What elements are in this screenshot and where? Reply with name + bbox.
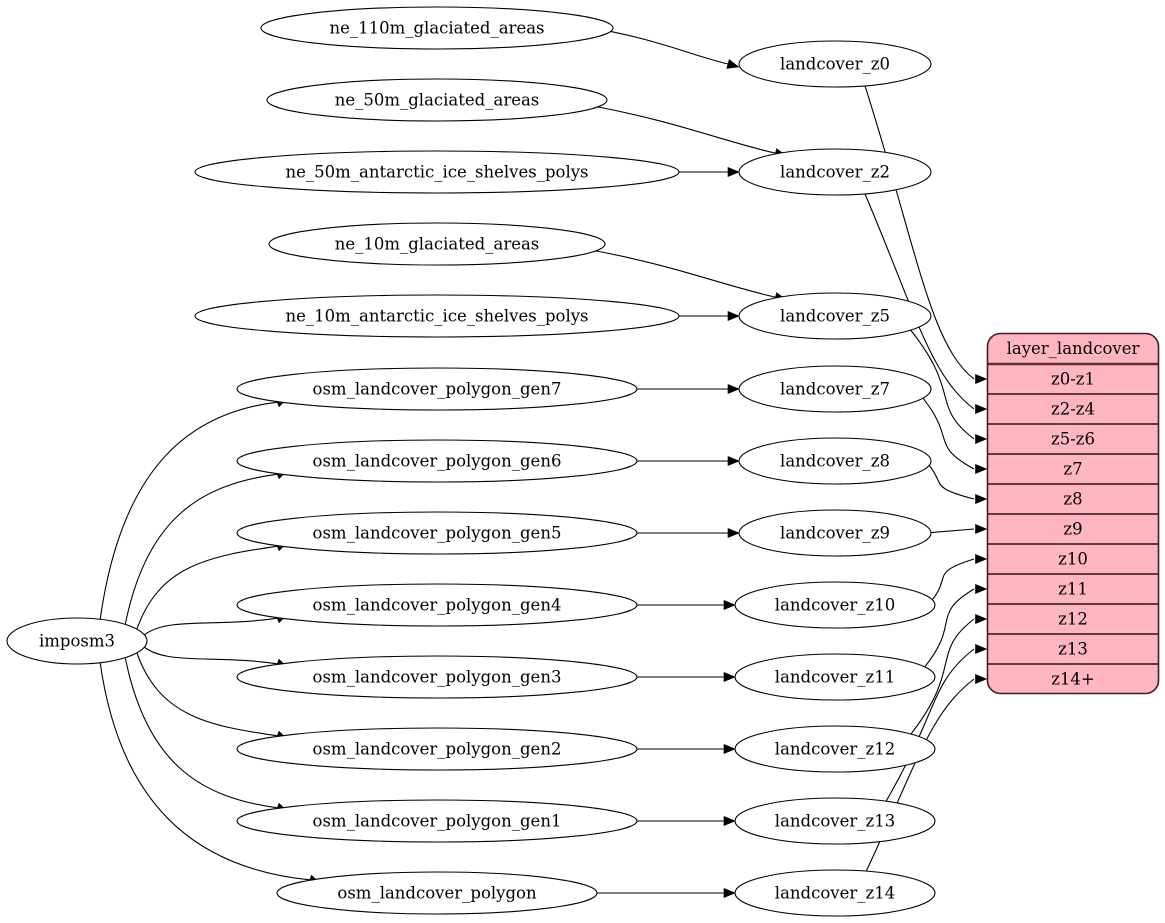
node-label: osm_landcover_polygon_gen7: [313, 380, 562, 399]
edge-imposm3-to-osm_landcover_polygon_gen5: [135, 541, 289, 632]
edge-landcover_z0-to-table-z0-z1: [864, 85, 988, 385]
node-label: landcover_z10: [775, 596, 895, 615]
node-ne_50m_glaciated_areas[interactable]: ne_50m_glaciated_areas: [266, 78, 608, 122]
node-osm_landcover_polygon_gen2[interactable]: osm_landcover_polygon_gen2: [236, 727, 638, 771]
edge-landcover_z10-to-table-z10: [931, 553, 988, 601]
table-row-z0-z1[interactable]: z0-z1: [1051, 370, 1095, 389]
table-row-z12[interactable]: z12: [1058, 610, 1088, 629]
node-ne_10m_glaciated_areas[interactable]: ne_10m_glaciated_areas: [268, 222, 606, 266]
table-row-z2-z4[interactable]: z2-z4: [1051, 400, 1095, 419]
node-label: imposm3: [39, 632, 115, 651]
node-landcover_z13[interactable]: landcover_z13: [734, 797, 936, 845]
edge-landcover_z5-to-table-z5-z6: [910, 329, 988, 445]
node-label: landcover_z11: [775, 668, 895, 687]
node-landcover_z8[interactable]: landcover_z8: [738, 437, 932, 485]
edge-osm_landcover_polygon_gen7-to-landcover_z7: [637, 383, 740, 395]
table-row-z14+[interactable]: z14+: [1051, 670, 1095, 689]
node-osm_landcover_polygon_gen5[interactable]: osm_landcover_polygon_gen5: [236, 511, 638, 555]
node-ne_110m_glaciated_areas[interactable]: ne_110m_glaciated_areas: [260, 6, 614, 50]
node-label: landcover_z2: [780, 163, 890, 182]
table-header-label: layer_landcover: [1007, 339, 1140, 358]
node-osm_landcover_polygon[interactable]: osm_landcover_polygon: [276, 871, 598, 915]
edge-osm_landcover_polygon_gen2-to-landcover_z12: [636, 743, 736, 755]
table-row-z8[interactable]: z8: [1063, 490, 1082, 509]
edge-ne_50m_glaciated_areas-to-landcover_z2: [597, 106, 787, 158]
node-landcover_z2[interactable]: landcover_z2: [738, 148, 932, 196]
table-row-z9[interactable]: z9: [1063, 520, 1082, 539]
node-landcover_z14[interactable]: landcover_z14: [734, 869, 936, 917]
node-label: osm_landcover_polygon_gen3: [313, 668, 562, 687]
edge-ne_10m_antarctic_ice_shelves_polys-to-landcover_z5: [678, 310, 740, 322]
edge-ne_50m_antarctic_ice_shelves_polys-to-landcover_z2: [678, 166, 740, 178]
node-ne_10m_antarctic_ice_shelves_polys[interactable]: ne_10m_antarctic_ice_shelves_polys: [194, 294, 680, 338]
node-label: osm_landcover_polygon_gen1: [313, 812, 562, 831]
edge-landcover_z2-to-table-z2-z4: [864, 193, 988, 415]
node-label: landcover_z5: [780, 307, 890, 326]
node-label: landcover_z14: [775, 884, 895, 903]
table-outline: [986, 332, 1160, 695]
node-label: landcover_z9: [780, 524, 890, 543]
node-label: landcover_z13: [775, 812, 895, 831]
node-label: landcover_z7: [780, 380, 890, 399]
table-body: [987, 333, 1159, 694]
node-label: ne_10m_antarctic_ice_shelves_polys: [285, 307, 588, 326]
table-row-z11[interactable]: z11: [1058, 580, 1088, 599]
node-osm_landcover_polygon_gen1[interactable]: osm_landcover_polygon_gen1: [236, 799, 638, 843]
node-landcover_z12[interactable]: landcover_z12: [734, 725, 936, 773]
node-label: osm_landcover_polygon_gen5: [313, 524, 562, 543]
node-label: landcover_z0: [780, 55, 890, 74]
node-label: osm_landcover_polygon_gen2: [313, 740, 562, 759]
nodes-group: ne_110m_glaciated_areas ne_50m_glaciated_…: [6, 6, 936, 917]
node-ne_50m_antarctic_ice_shelves_polys[interactable]: ne_50m_antarctic_ice_shelves_polys: [194, 150, 680, 194]
edge-osm_landcover_polygon_gen3-to-landcover_z11: [637, 671, 736, 683]
node-label: ne_10m_glaciated_areas: [335, 235, 540, 254]
node-label: osm_landcover_polygon_gen6: [313, 452, 562, 471]
edge-ne_110m_glaciated_areas-to-landcover_z0: [610, 30, 740, 69]
node-landcover_z9[interactable]: landcover_z9: [738, 509, 932, 557]
node-imposm3[interactable]: imposm3: [6, 617, 148, 665]
node-osm_landcover_polygon_gen6[interactable]: osm_landcover_polygon_gen6: [236, 439, 638, 483]
edge-landcover_z8-to-table-z8: [928, 465, 988, 505]
edge-landcover_z7-to-table-z7: [922, 397, 988, 475]
edge-landcover_z13-to-table-z13: [885, 643, 988, 802]
edge-ne_10m_glaciated_areas-to-landcover_z5: [595, 250, 787, 302]
table-row-z10[interactable]: z10: [1058, 550, 1088, 569]
edge-imposm3-to-osm_landcover_polygon: [99, 662, 321, 885]
edge-landcover_z12-to-table-z12: [910, 613, 988, 735]
table-row-z13[interactable]: z13: [1058, 640, 1088, 659]
node-label: osm_landcover_polygon: [337, 884, 537, 903]
node-osm_landcover_polygon_gen4[interactable]: osm_landcover_polygon_gen4: [236, 583, 638, 627]
edge-imposm3-to-osm_landcover_polygon_gen3: [140, 643, 289, 669]
node-osm_landcover_polygon_gen7[interactable]: osm_landcover_polygon_gen7: [236, 367, 638, 411]
node-label: ne_110m_glaciated_areas: [329, 19, 544, 38]
edge-osm_landcover_polygon_gen5-to-landcover_z9: [637, 527, 740, 539]
edge-osm_landcover_polygon_gen6-to-landcover_z8: [637, 455, 740, 467]
node-landcover_z0[interactable]: landcover_z0: [738, 40, 932, 88]
node-landcover_z10[interactable]: landcover_z10: [734, 581, 936, 629]
edge-imposm3-to-osm_landcover_polygon_gen4: [140, 613, 289, 639]
table-row-z7[interactable]: z7: [1063, 460, 1082, 479]
edge-landcover_z9-to-table-z9: [930, 523, 988, 535]
edge-osm_landcover_polygon-to-landcover_z14: [596, 887, 736, 899]
edge-landcover_z11-to-table-z11: [924, 583, 988, 668]
table-row-z5-z6[interactable]: z5-z6: [1051, 430, 1095, 449]
node-label: osm_landcover_polygon_gen4: [313, 596, 562, 615]
edge-osm_landcover_polygon_gen4-to-landcover_z10: [637, 599, 736, 611]
edges-group: [99, 30, 988, 899]
node-label: landcover_z8: [780, 452, 890, 471]
edge-osm_landcover_polygon_gen1-to-landcover_z13: [637, 815, 736, 827]
edge-landcover_z14-to-table-z14+: [865, 673, 988, 872]
node-label: ne_50m_antarctic_ice_shelves_polys: [285, 163, 588, 182]
layer-landcover-table: layer_landcover z0-z1 z2-z4 z5-z6 z7 z8 z9 z10 z…: [986, 332, 1160, 695]
edge-imposm3-to-osm_landcover_polygon_gen7: [99, 397, 289, 620]
node-osm_landcover_polygon_gen3[interactable]: osm_landcover_polygon_gen3: [236, 655, 638, 699]
node-landcover_z5[interactable]: landcover_z5: [738, 292, 932, 340]
edge-imposm3-to-osm_landcover_polygon_gen2: [135, 650, 289, 741]
node-landcover_z7[interactable]: landcover_z7: [738, 365, 932, 413]
node-landcover_z11[interactable]: landcover_z11: [734, 653, 936, 701]
node-label: ne_50m_glaciated_areas: [335, 91, 540, 110]
node-label: landcover_z12: [775, 740, 895, 759]
